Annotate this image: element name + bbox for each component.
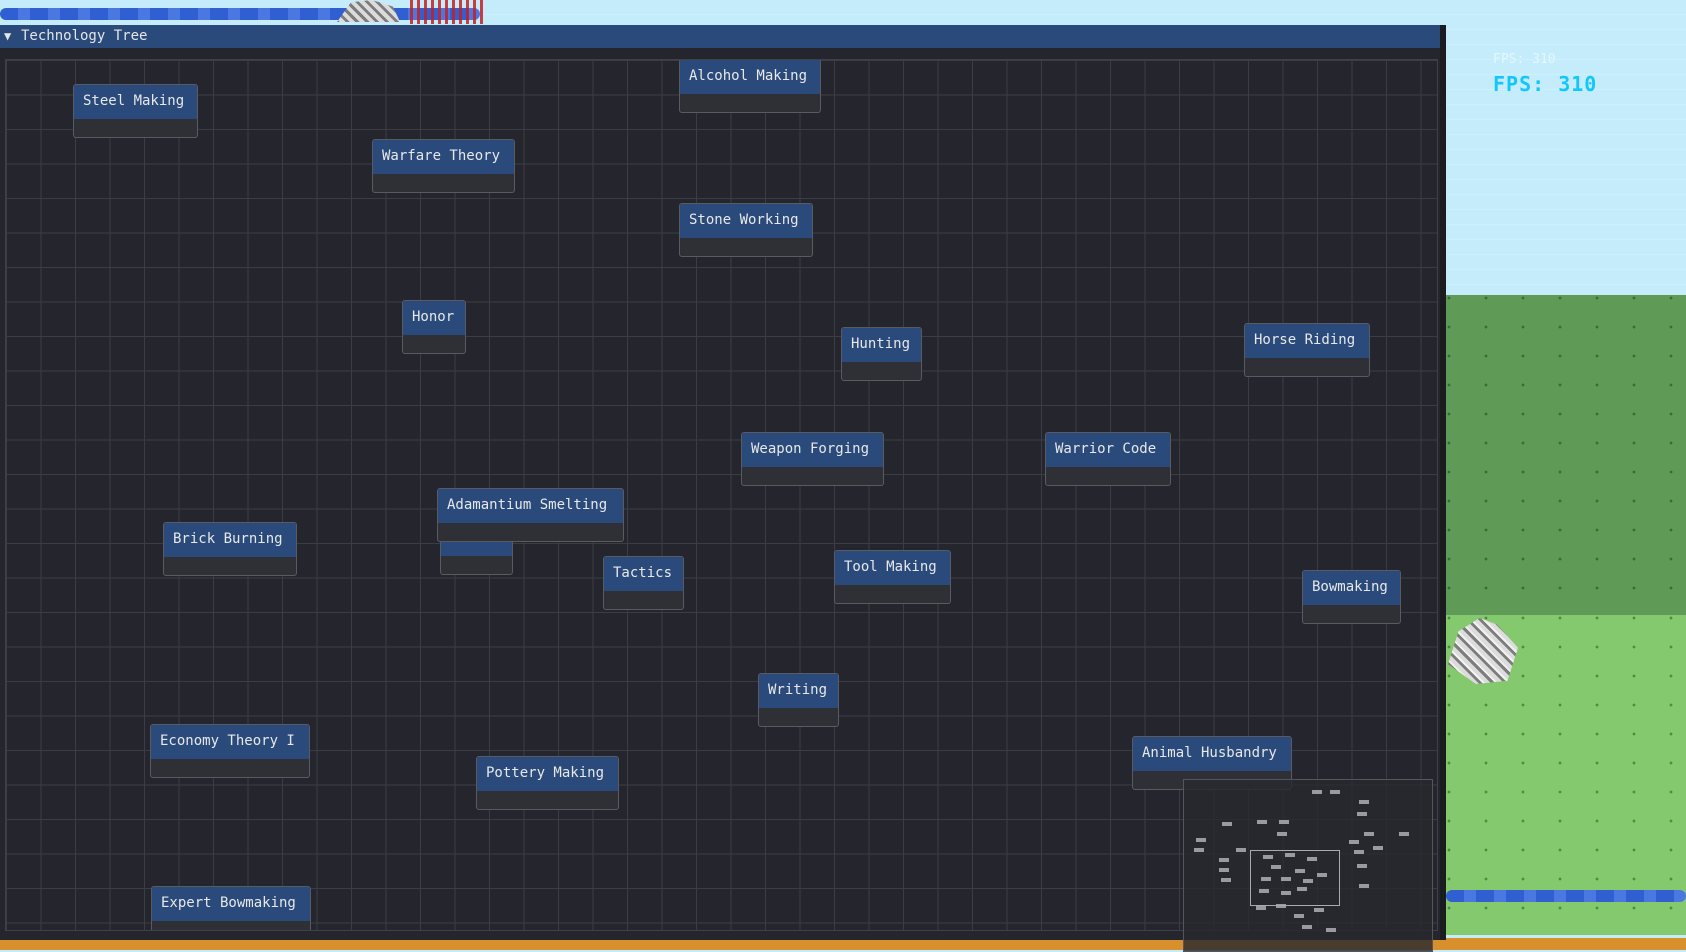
tech-node-label: Warfare Theory	[373, 140, 514, 174]
minimap-node	[1279, 820, 1289, 824]
minimap-node	[1263, 855, 1273, 859]
tech-node-tactics[interactable]: Tactics	[603, 556, 684, 610]
minimap-node	[1307, 857, 1317, 861]
node-graph-canvas[interactable]: Steel Making Alcohol Making Warfare Theo…	[5, 59, 1438, 931]
tech-node-writing[interactable]: Writing	[758, 673, 839, 727]
river-terrain	[0, 8, 480, 20]
tech-node-steel-making[interactable]: Steel Making	[73, 84, 198, 138]
tech-node-label: Hunting	[842, 328, 921, 362]
tech-node-stone-working[interactable]: Stone Working	[679, 203, 813, 257]
technology-tree-window[interactable]: ▼ Technology Tree Steel Making Alcohol M…	[0, 25, 1446, 952]
tech-node-label: Tactics	[604, 557, 683, 591]
tech-node-bowmaking[interactable]: Bowmaking	[1302, 570, 1401, 624]
minimap-node	[1359, 800, 1369, 804]
tech-node-pottery-making[interactable]: Pottery Making	[476, 756, 619, 810]
tech-node-label: Weapon Forging	[742, 433, 883, 467]
minimap-node	[1354, 850, 1364, 854]
river-terrain	[1446, 890, 1686, 902]
tech-node-label: Steel Making	[74, 85, 197, 119]
tech-node-tool-making[interactable]: Tool Making	[834, 550, 951, 604]
minimap-node	[1359, 884, 1369, 888]
minimap-node	[1317, 873, 1327, 877]
minimap-node	[1219, 858, 1229, 862]
tech-node-brick-burning[interactable]: Brick Burning	[163, 522, 297, 576]
tech-node-expert-bowmaking[interactable]: Expert Bowmaking	[151, 886, 311, 930]
minimap-node	[1257, 820, 1267, 824]
tech-node-label: Alcohol Making	[680, 60, 820, 94]
minimap-node	[1294, 914, 1304, 918]
tech-node-label: Bowmaking	[1303, 571, 1400, 605]
tech-node-label: Adamantium Smelting	[438, 489, 623, 523]
minimap-node	[1196, 838, 1206, 842]
dark-grass-terrain	[1446, 295, 1686, 615]
minimap-node	[1259, 889, 1269, 893]
minimap-node	[1236, 848, 1246, 852]
minimap-node	[1297, 887, 1307, 891]
minimap-node	[1312, 790, 1322, 794]
tech-node-label: Warrior Code	[1046, 433, 1170, 467]
tech-node-label: Stone Working	[680, 204, 812, 238]
minimap-node	[1256, 906, 1266, 910]
minimap-node	[1277, 832, 1287, 836]
minimap-node	[1357, 812, 1367, 816]
minimap-node	[1349, 840, 1359, 844]
tech-node-adamantium-smelting[interactable]: Adamantium Smelting	[437, 488, 624, 542]
minimap-node	[1364, 832, 1374, 836]
tech-node-label: Expert Bowmaking	[152, 887, 310, 921]
minimap-node	[1295, 869, 1305, 873]
minimap-node	[1326, 928, 1336, 932]
minimap-node	[1222, 822, 1232, 826]
tech-node-hunting[interactable]: Hunting	[841, 327, 922, 381]
minimap-node	[1261, 877, 1271, 881]
tech-node-label: Horse Riding	[1245, 324, 1369, 358]
tech-node-alcohol-making[interactable]: Alcohol Making	[679, 60, 821, 113]
minimap-node	[1302, 925, 1312, 929]
tech-node-label: Animal Husbandry	[1133, 737, 1291, 771]
tech-node-label: Writing	[759, 674, 838, 708]
tech-node-economy-theory-i[interactable]: Economy Theory I	[150, 724, 310, 778]
minimap-node	[1373, 846, 1383, 850]
minimap-node	[1285, 853, 1295, 857]
minimap-node	[1281, 891, 1291, 895]
tech-node-label: Honor	[403, 301, 465, 335]
fps-counter-shadow: FPS: 310	[1493, 52, 1556, 67]
unit-group[interactable]	[410, 0, 484, 24]
tech-node-weapon-forging[interactable]: Weapon Forging	[741, 432, 884, 486]
minimap-viewport[interactable]	[1250, 850, 1340, 906]
minimap-node	[1314, 908, 1324, 912]
fps-counter: FPS: 310	[1493, 72, 1598, 96]
tech-node-honor[interactable]: Honor	[402, 300, 466, 354]
minimap-node	[1281, 877, 1291, 881]
window-resize-edge[interactable]	[1440, 25, 1446, 940]
tech-node-warfare-theory[interactable]: Warfare Theory	[372, 139, 515, 193]
rock-terrain	[337, 0, 400, 22]
minimap-node	[1303, 879, 1313, 883]
minimap-node	[1221, 878, 1231, 882]
window-titlebar[interactable]: ▼ Technology Tree	[0, 25, 1446, 48]
tech-node-warrior-code[interactable]: Warrior Code	[1045, 432, 1171, 486]
tech-node-label: Economy Theory I	[151, 725, 309, 759]
minimap-node	[1357, 864, 1367, 868]
tech-node-label: Tool Making	[835, 551, 950, 585]
collapse-arrow-icon[interactable]: ▼	[4, 29, 12, 43]
minimap-node	[1194, 848, 1204, 852]
window-title: Technology Tree	[21, 28, 148, 44]
node-graph-minimap[interactable]	[1183, 779, 1433, 952]
minimap-node	[1276, 904, 1286, 908]
minimap-node	[1271, 865, 1281, 869]
minimap-node	[1219, 868, 1229, 872]
tech-node-label: Pottery Making	[477, 757, 618, 791]
minimap-node	[1399, 832, 1409, 836]
tech-node-horse-riding[interactable]: Horse Riding	[1244, 323, 1370, 377]
tech-node-label: Brick Burning	[164, 523, 296, 557]
minimap-node	[1330, 790, 1340, 794]
